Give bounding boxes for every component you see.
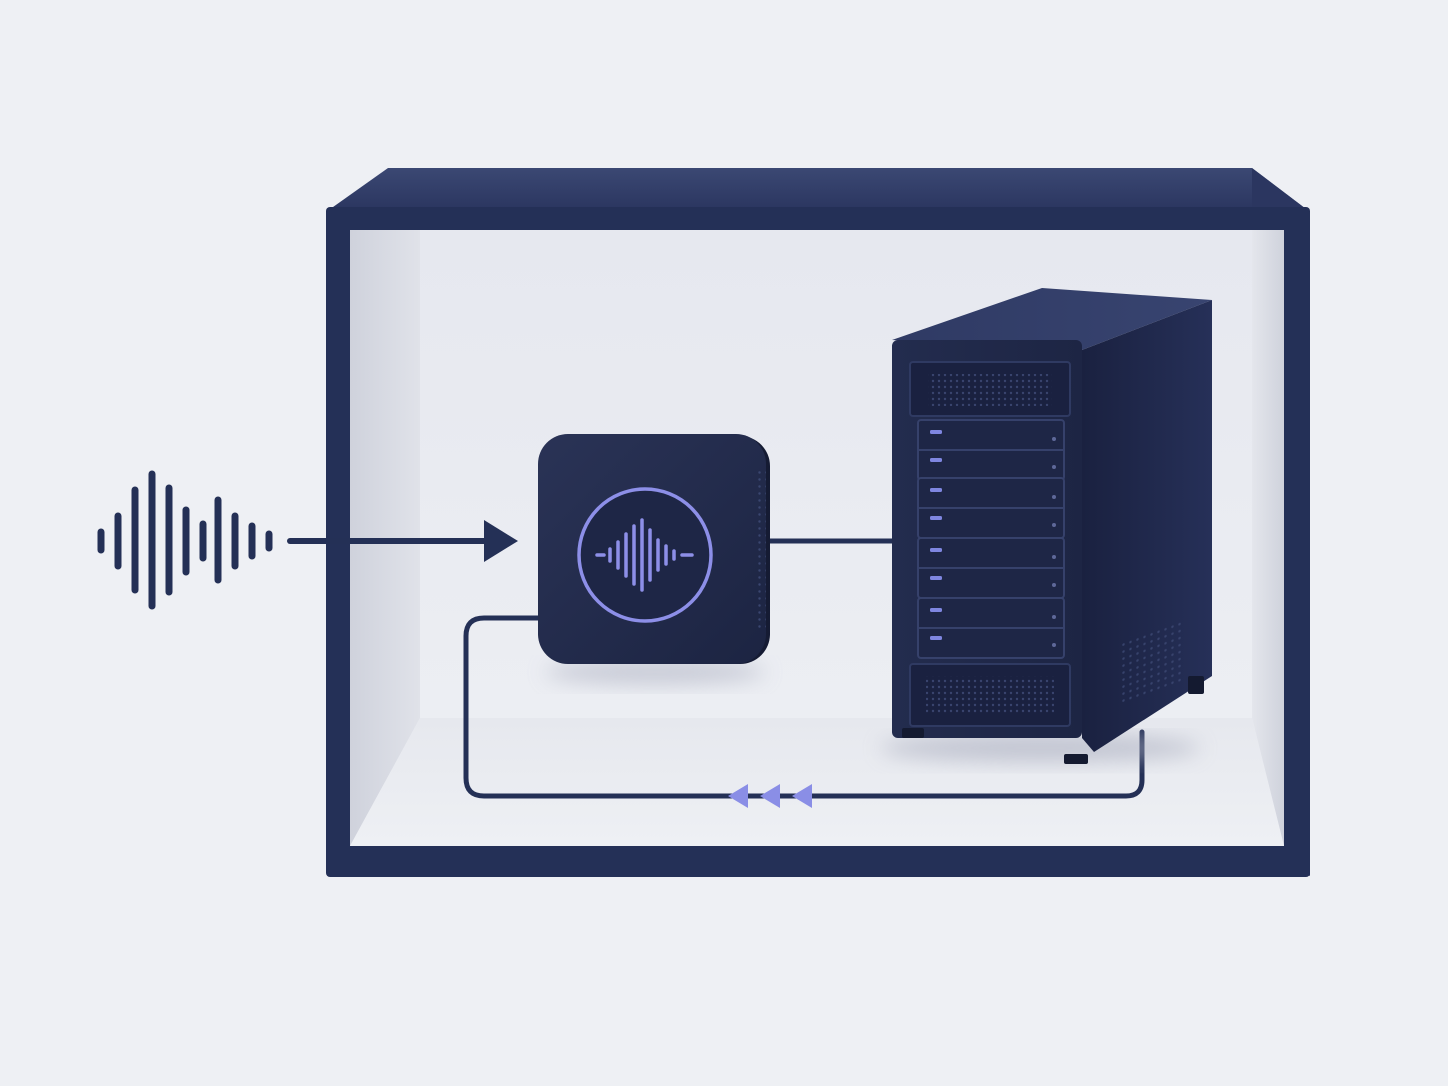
status-led (930, 608, 942, 612)
return-loop-cable (463, 615, 1145, 799)
audio-processing-device (538, 434, 770, 684)
flow-arrows (728, 784, 812, 808)
enclosure-top-face (326, 168, 1310, 212)
input-arrow (287, 520, 518, 562)
status-led (930, 516, 942, 520)
status-led (930, 488, 942, 492)
server-shadow (880, 734, 1200, 762)
status-led (930, 430, 942, 434)
sound-wave-icon (97, 470, 273, 610)
triangle-left-icon (760, 784, 780, 808)
status-led (930, 548, 942, 552)
triangle-left-icon (728, 784, 748, 808)
drive-bay (917, 477, 1065, 539)
status-led (930, 636, 942, 640)
drive-bay (917, 419, 1065, 481)
triangle-left-icon (792, 784, 812, 808)
waveform-circle-icon (577, 487, 713, 623)
arrowhead-icon (484, 520, 518, 562)
interior-right-wall (1252, 230, 1284, 846)
server-side-vent (1120, 617, 1182, 705)
device-shadow (545, 660, 765, 684)
status-led (930, 576, 942, 580)
status-led (930, 458, 942, 462)
server-tower-icon (880, 288, 1212, 764)
drive-bay (917, 597, 1065, 659)
device-side-vent (758, 470, 766, 630)
drive-bay (917, 537, 1065, 599)
drive-bays (917, 419, 1065, 659)
server-top (892, 288, 1212, 350)
